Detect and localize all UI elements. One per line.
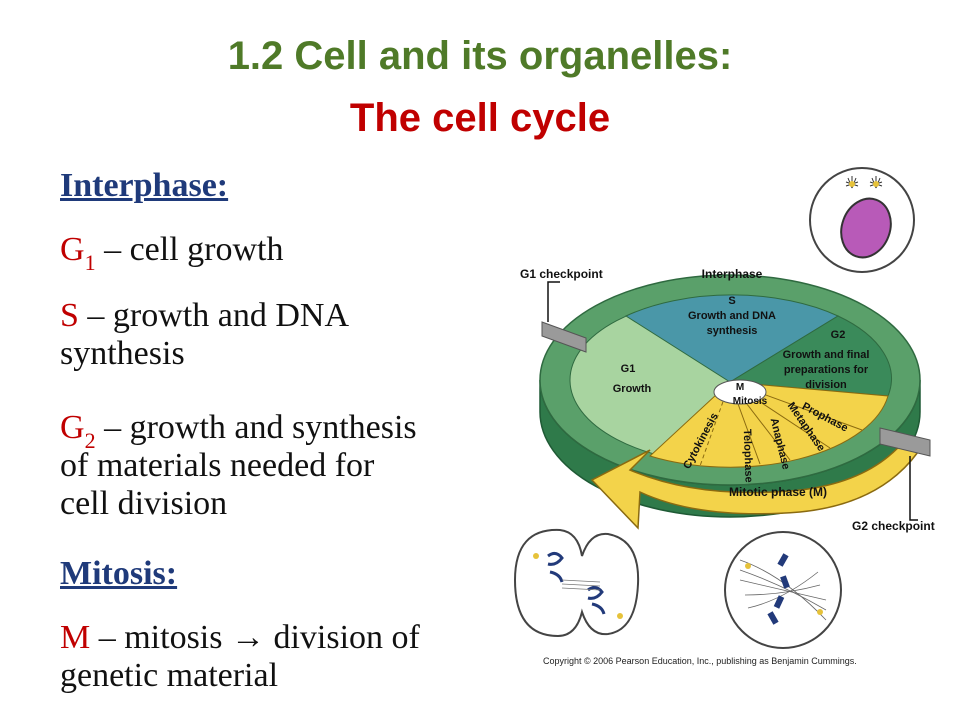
interphase-heading: Interphase: (60, 167, 229, 204)
mitosis-label: Mitosis (733, 396, 768, 407)
s-phase-title: S (728, 295, 735, 307)
g2-desc-3: cell division (60, 485, 228, 522)
m-title: M (736, 382, 744, 393)
s-desc-2: synthesis (60, 335, 185, 372)
interphase-cell-illustration (809, 167, 915, 273)
s-phase-line2: synthesis (707, 325, 758, 337)
mitotic-phase-label: Mitotic phase (M) (729, 485, 827, 499)
interphase-label: Interphase (702, 267, 763, 281)
g1-label: G1 (60, 231, 96, 275)
slide-title: 1.2 Cell and its organelles: (227, 34, 733, 78)
cytokinesis-cell-illustration (513, 528, 640, 638)
copyright-text: Copyright © 2006 Pearson Education, Inc.… (543, 656, 857, 666)
g2-line1: Growth and final (783, 349, 870, 361)
m-desc-3: genetic material (60, 657, 279, 694)
g2-line2: preparations for (784, 364, 869, 376)
s-phase-line1: Growth and DNA (688, 310, 776, 322)
g1-line: G1 – cell growth (60, 231, 284, 275)
g2-desc-1: – growth and synthesis (95, 409, 417, 446)
g2-desc-2: of materials needed for (60, 447, 375, 484)
g1-checkpoint-marker (541, 281, 587, 353)
m-label: M (60, 619, 91, 656)
telophase-label: Telophase (741, 429, 755, 483)
g2-label: G2 (60, 409, 96, 453)
g2-line3: division (805, 379, 847, 391)
m-line: M – mitosis → division of (60, 619, 420, 656)
g2-checkpoint-marker (879, 427, 931, 521)
mitosis-heading: Mitosis: (60, 555, 178, 592)
slide-subtitle: The cell cycle (349, 96, 611, 140)
m-arrow: → (230, 619, 265, 656)
g2-phase-title: G2 (831, 329, 846, 341)
g1-phase-title: G1 (621, 363, 636, 375)
s-desc-1: – growth and DNA (78, 297, 349, 334)
g2-checkpoint-label: G2 checkpoint (852, 519, 935, 533)
g1-checkpoint-label: G1 checkpoint (520, 267, 603, 281)
s-label: S (60, 297, 79, 334)
metaphase-cell-illustration (724, 531, 842, 649)
g2-line: G2 – growth and synthesis (60, 409, 417, 453)
g1-growth-label: Growth (613, 383, 652, 395)
s-line: S – growth and DNA (60, 298, 349, 334)
g1-desc: – cell growth (95, 231, 284, 268)
